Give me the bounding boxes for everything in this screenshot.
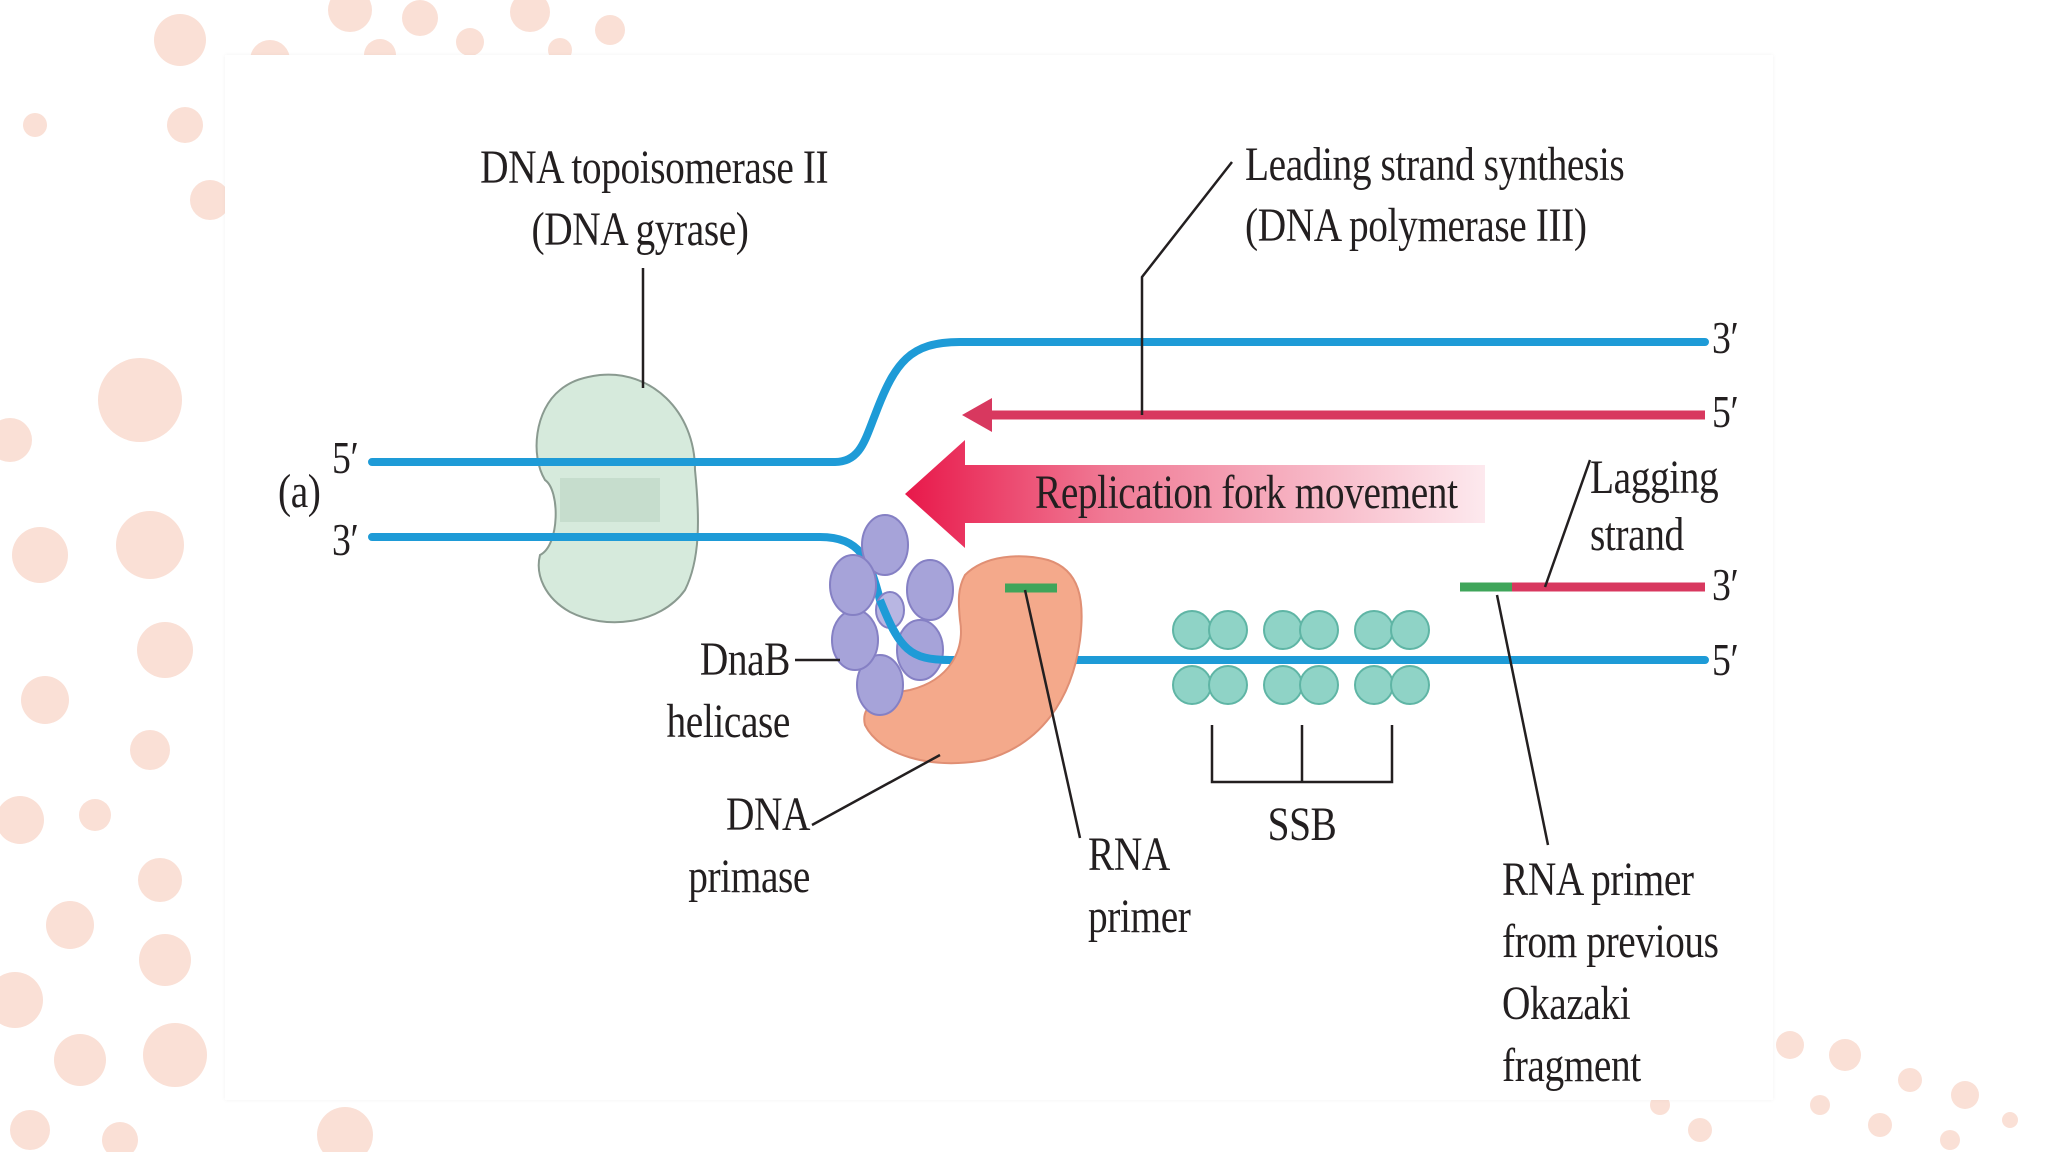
dnab-label-line2: helicase [666,695,791,748]
strand-end-lagging-template: 5′ [1712,634,1739,685]
panel-label: (a) [278,465,321,518]
rna-primer-label-line2: primer [1088,890,1191,943]
strand-end-top-left: 5′ [332,432,359,483]
leading-strand-label-line2: (DNA polymerase III) [1245,199,1587,252]
template-strand-top [368,338,1709,466]
leading-strand-label-line1: Leading strand synthesis [1245,138,1625,191]
topoisomerase-label-line1: DNA topoisomerase II [480,141,829,194]
primase-label-line1: DNA [725,788,810,841]
leading-strand-arrowhead [962,398,992,432]
lagging-strand-label-line2: strand [1590,508,1684,561]
okazaki-label-line1: RNA primer [1502,853,1694,906]
dnab-helicase-ring [829,514,954,716]
strand-end-leading-template: 3′ [1712,312,1739,363]
ssb-proteins [1172,610,1430,705]
okazaki-label-line4: fragment [1502,1039,1641,1092]
ssb-label: SSB [1267,798,1337,851]
template-strand-through-helicase [876,598,951,664]
strand-end-leading-new: 5′ [1712,386,1739,437]
okazaki-label-line3: Okazaki [1502,977,1631,1030]
rna-primer-leader [1023,589,1082,839]
leading-leader [1140,161,1233,415]
okazaki-leader [1495,594,1550,846]
fork-movement-label: Replication fork movement [1035,466,1458,519]
dna-primase-shape [863,555,1083,764]
primase-label-line2: primase [688,850,810,903]
okazaki-label-line2: from previous [1502,915,1719,968]
lagging-leader [1543,459,1592,588]
fork-movement-arrow [905,440,1485,548]
rna-primer-label-line1: RNA [1088,828,1170,881]
primase-leader [811,753,941,827]
topoisomerase-label-line2: (DNA gyrase) [531,203,749,256]
strand-end-lagging-new: 3′ [1712,559,1739,610]
ssb-bracket [1210,725,1394,784]
strand-end-bottom-left: 3′ [332,514,359,565]
lagging-strand-label-line1: Lagging [1590,451,1719,504]
dnab-label-line1: DnaB [699,633,791,686]
dna-gyrase-band [560,478,660,522]
